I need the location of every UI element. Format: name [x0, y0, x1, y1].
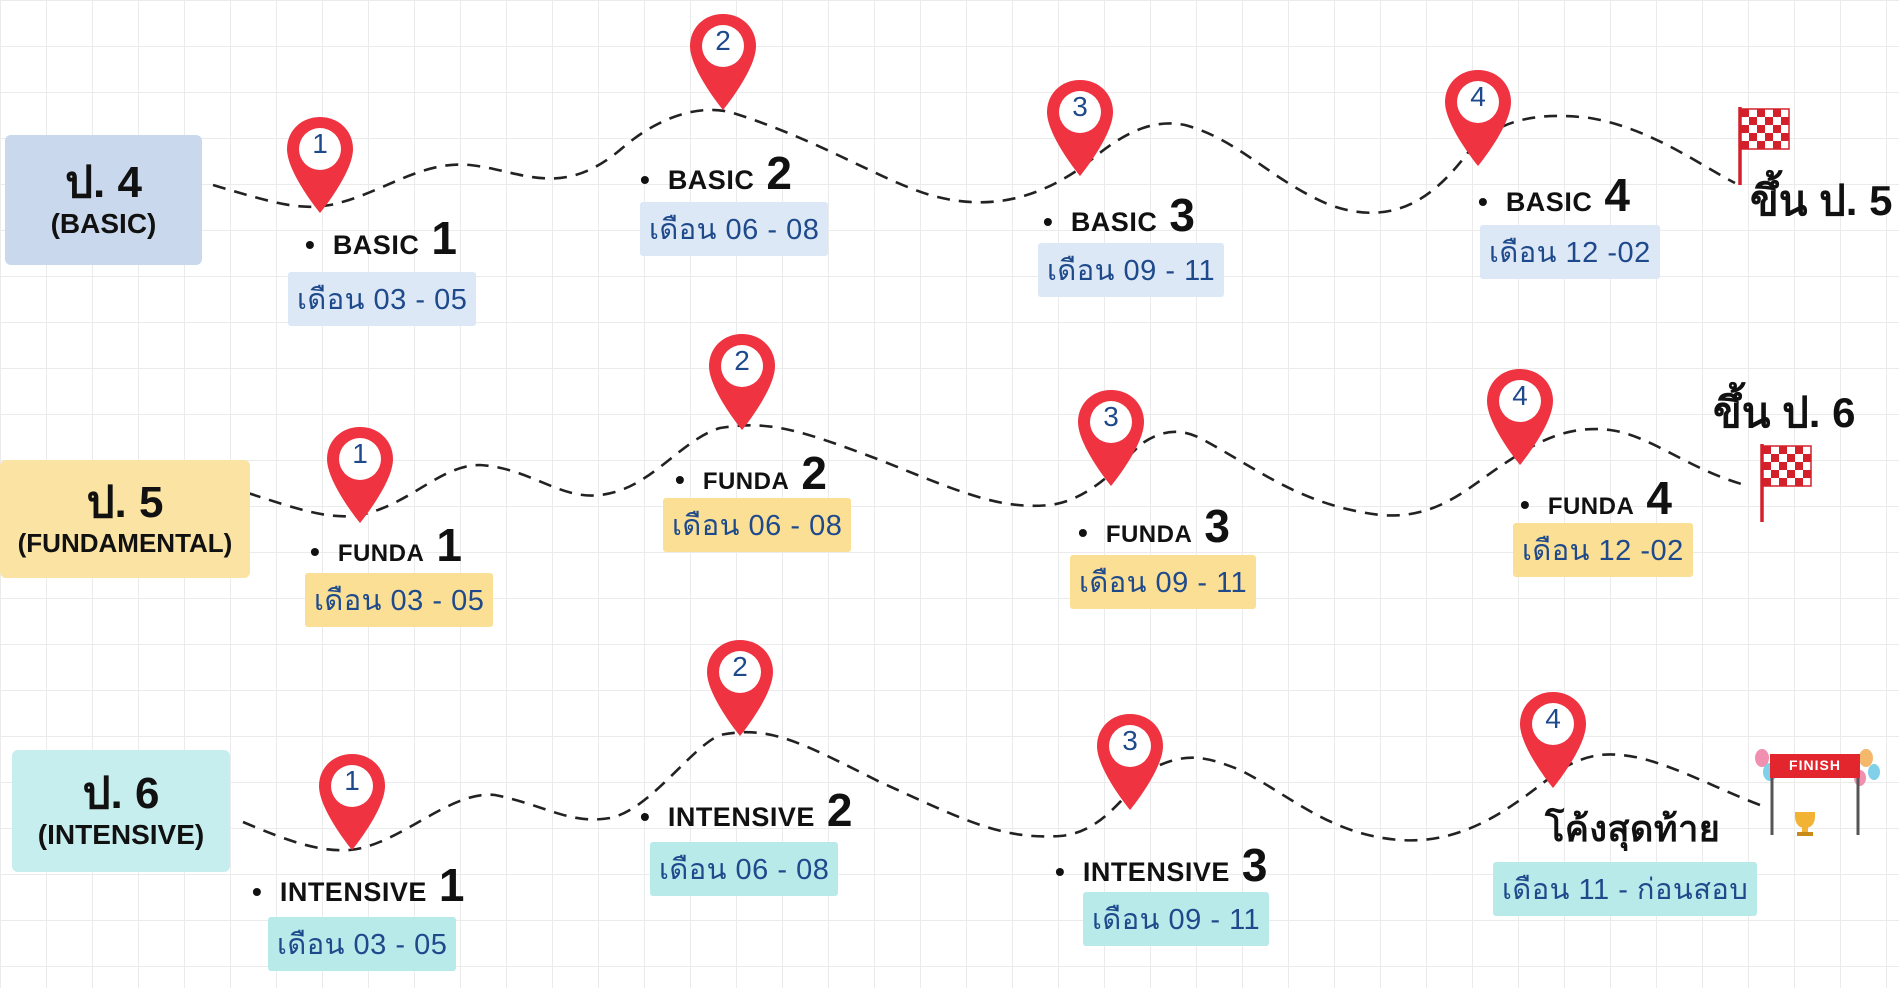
pin-number: 4	[1545, 703, 1561, 734]
pin-number: 1	[344, 765, 360, 796]
row-label-intensive: ป. 6 (INTENSIVE)	[12, 750, 230, 872]
grade-label: ป. 4	[65, 158, 142, 207]
row-label-fundamental: ป. 5 (FUNDAMENTAL)	[0, 460, 250, 578]
checkered-flag-icon	[1738, 107, 1790, 185]
pin-number: 4	[1512, 380, 1528, 411]
level-label: (INTENSIVE)	[37, 819, 205, 851]
map-pin-icon: 4	[1485, 367, 1555, 467]
date-badge: เดือน 12 -02	[1480, 225, 1660, 279]
map-pin-icon: 1	[325, 425, 395, 525]
date-badge: เดือน 09 - 11	[1038, 243, 1225, 297]
date-badge: เดือน 06 - 08	[640, 202, 829, 256]
goal-label: ขึ้น ป. 6	[1713, 389, 1856, 436]
finish-banner-text: FINISH	[1789, 757, 1841, 773]
checkered-flag-icon	[1760, 444, 1812, 522]
map-pin-icon: 3	[1095, 712, 1165, 812]
pin-number: 2	[715, 25, 731, 56]
level-label: (FUNDAMENTAL)	[17, 527, 233, 558]
date-badge: เดือน 09 - 11	[1070, 555, 1257, 609]
pin-number: 3	[1072, 91, 1088, 122]
date-badge: เดือน 12 -02	[1513, 523, 1693, 577]
date-badge: เดือน 03 - 05	[288, 272, 477, 326]
pin-number: 3	[1122, 725, 1138, 756]
map-pin-icon: 1	[285, 115, 355, 215]
map-pin-icon: 3	[1076, 388, 1146, 488]
map-pin-icon: 2	[688, 12, 758, 112]
map-pin-icon: 1	[317, 752, 387, 852]
goal-label: ขึ้น ป. 5	[1750, 177, 1893, 224]
pin-number: 2	[732, 651, 748, 682]
road-funda	[247, 424, 1746, 518]
road-intensive	[242, 730, 1761, 852]
level-label: (BASIC)	[50, 208, 157, 240]
map-pin-icon: 4	[1443, 68, 1513, 168]
map-pin-icon: 2	[707, 332, 777, 432]
finish-gate-icon: FINISH	[1750, 740, 1880, 840]
pin-number: 2	[734, 345, 750, 376]
row-label-basic: ป. 4 (BASIC)	[5, 135, 202, 265]
map-pin-icon: 3	[1045, 78, 1115, 178]
pin-number: 3	[1103, 401, 1119, 432]
date-badge: เดือน 06 - 08	[650, 842, 839, 896]
pin-number: 4	[1470, 81, 1486, 112]
grade-label: ป. 5	[86, 478, 164, 528]
pin-number: 1	[352, 438, 368, 469]
date-badge: เดือน 03 - 05	[268, 917, 457, 971]
stage-title: โค้งสุดท้าย	[1545, 808, 1721, 849]
date-badge: เดือน 03 - 05	[305, 573, 494, 627]
date-badge: เดือน 06 - 08	[663, 498, 852, 552]
date-badge: เดือน 09 - 11	[1083, 892, 1270, 946]
pin-number: 1	[312, 128, 328, 159]
map-pin-icon: 2	[705, 638, 775, 738]
grade-label: ป. 6	[82, 769, 160, 818]
date-badge: เดือน 11 - ก่อนสอบ	[1493, 862, 1758, 916]
map-pin-icon: 4	[1518, 690, 1588, 790]
